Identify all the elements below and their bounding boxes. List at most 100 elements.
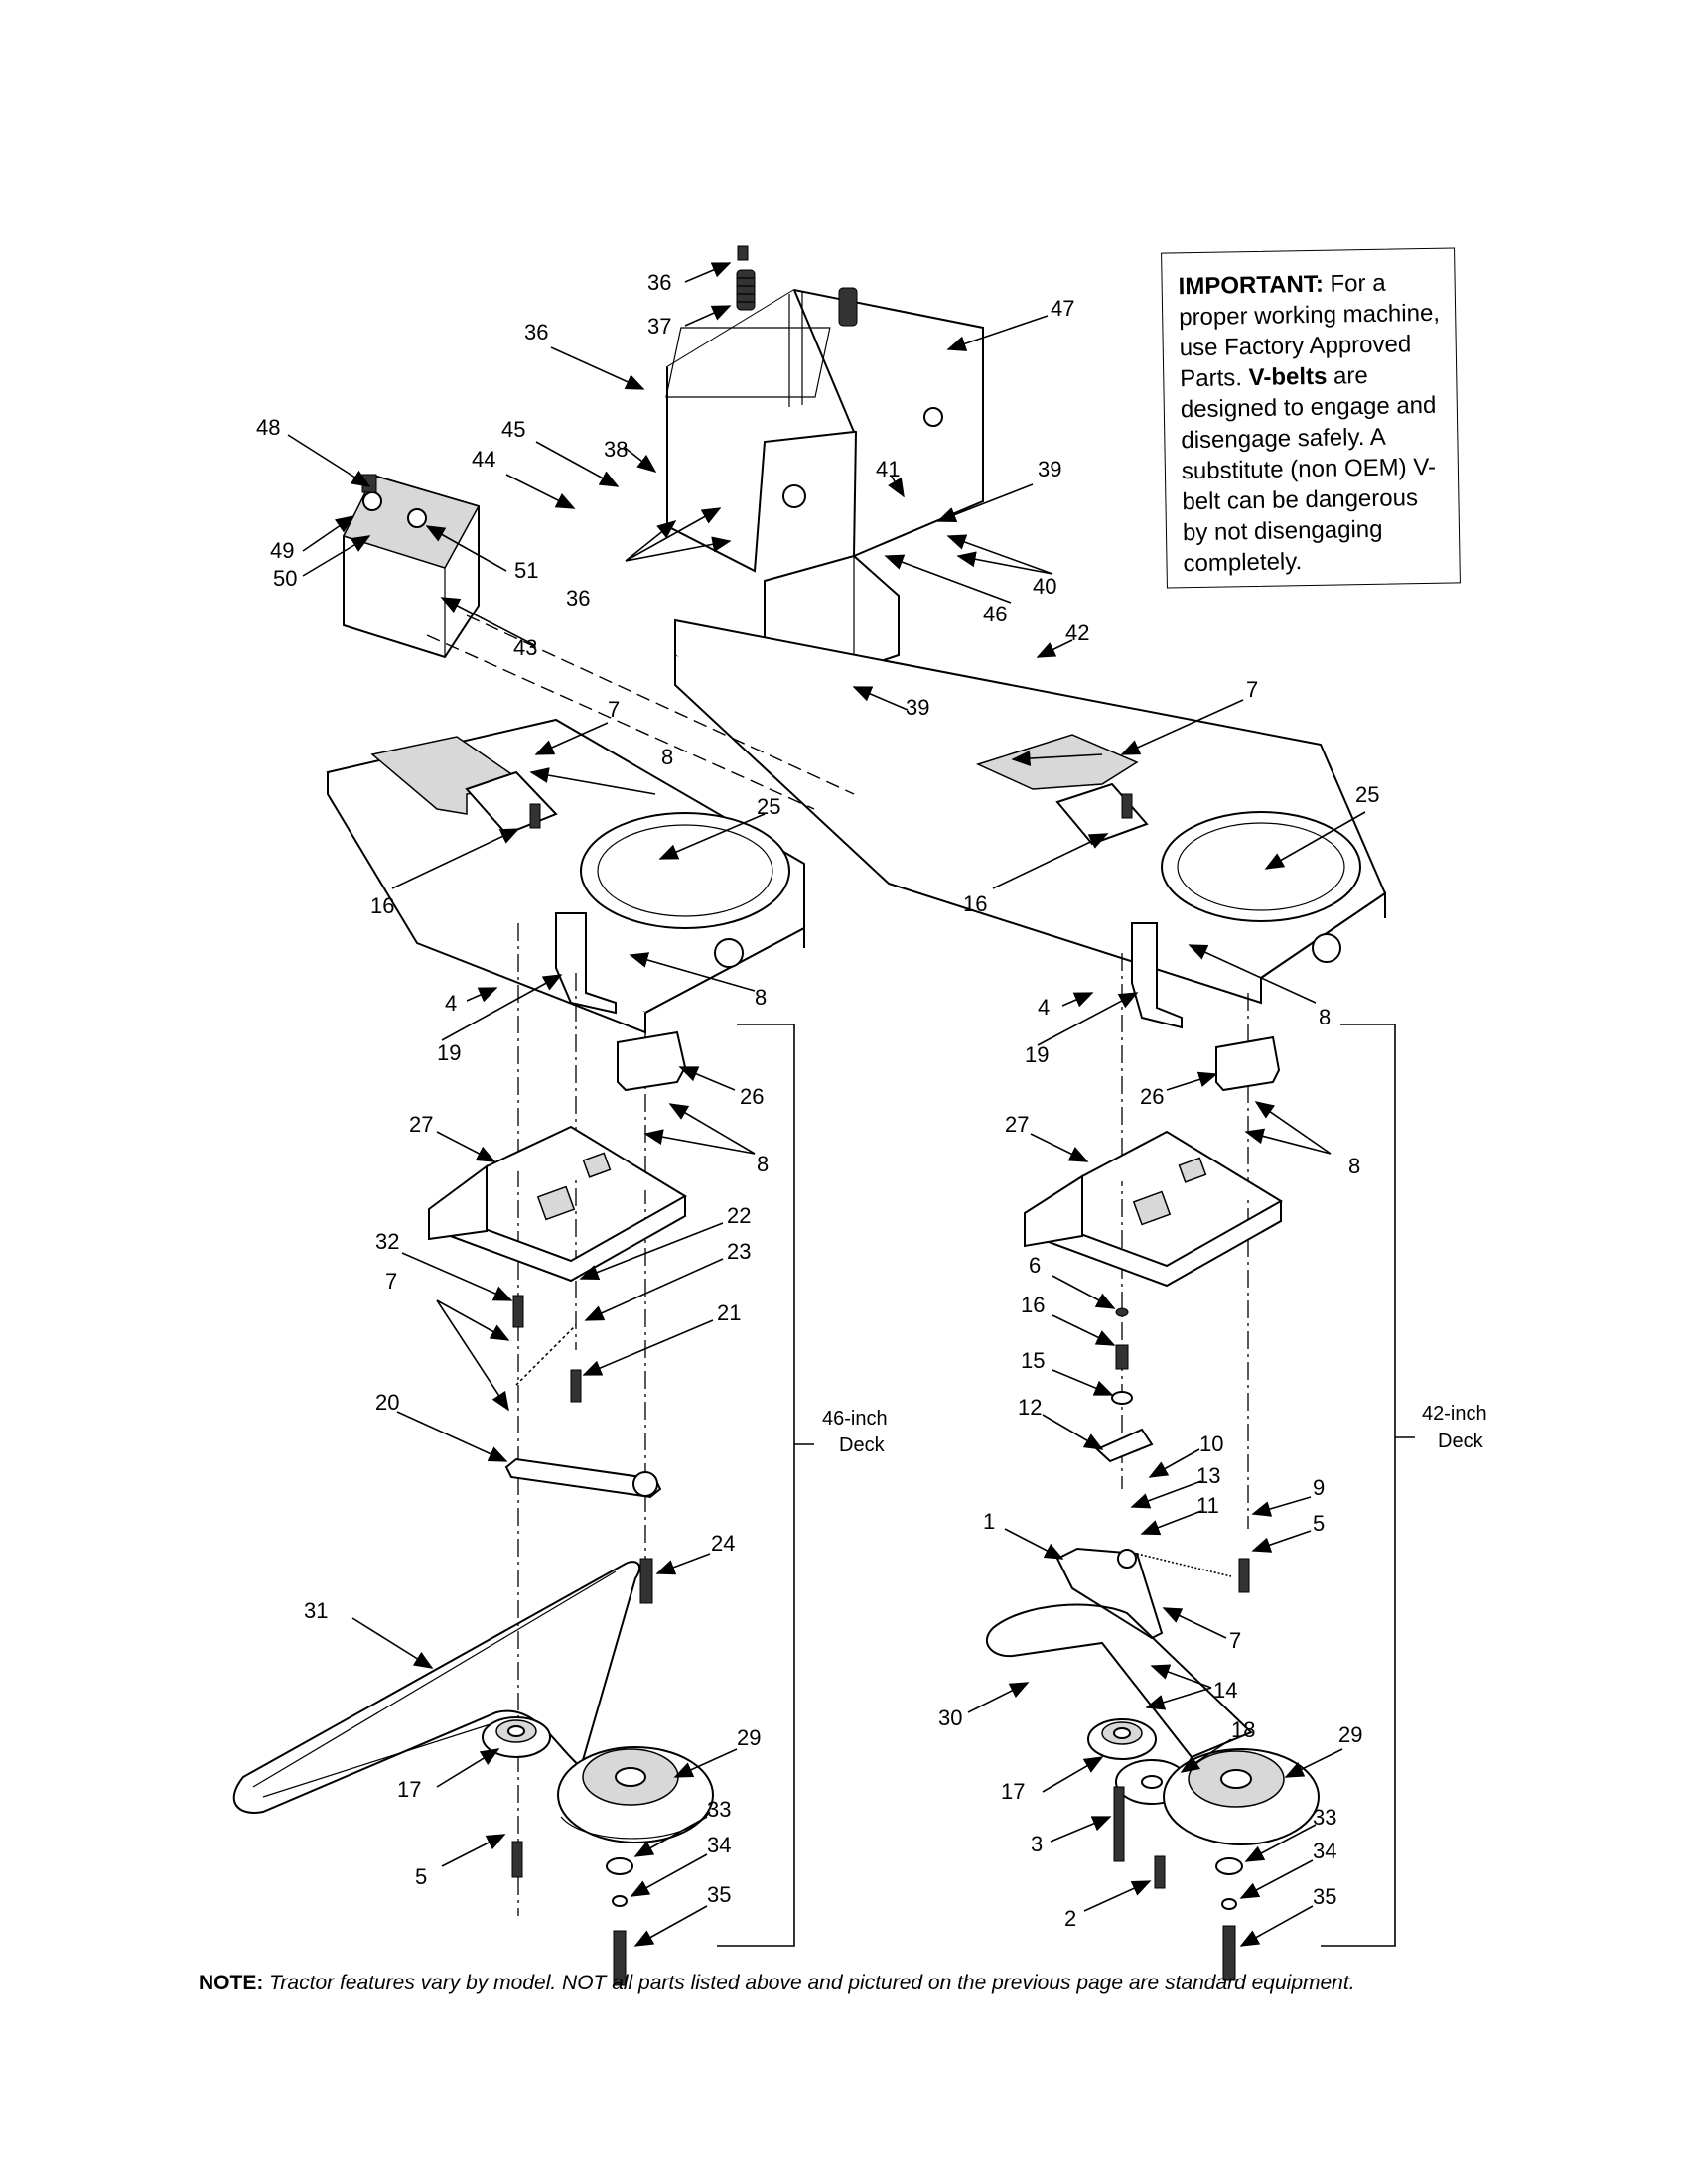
- deck-label-46-line1: 46-inch: [822, 1408, 888, 1430]
- callout-c33: 26: [740, 1084, 764, 1109]
- notice-label-vbelts: V-belts: [1248, 362, 1328, 392]
- callout-c40: 22: [727, 1203, 751, 1228]
- callout-c44: 6: [1029, 1253, 1041, 1278]
- callout-c16: 46: [983, 602, 1007, 626]
- footnote: NOTE: Tractor features vary by model. NO…: [199, 1972, 1489, 1995]
- callout-c54: 5: [1313, 1511, 1325, 1536]
- right-spring-11: [1136, 1553, 1232, 1577]
- callout-c1: 36: [647, 270, 671, 295]
- callout-c34: 26: [1140, 1084, 1164, 1109]
- footnote-label: NOTE:: [199, 1972, 264, 1994]
- deck-label-42-line1: 42-inch: [1422, 1403, 1487, 1425]
- callout-c14: 36: [566, 586, 590, 611]
- callout-c19: 39: [906, 695, 929, 720]
- important-notice: IMPORTANT: For a proper working machine,…: [1161, 247, 1461, 589]
- callout-c65: 33: [707, 1797, 731, 1822]
- right-small-parts-6-16-15: [1111, 1307, 1133, 1405]
- callout-c5: 48: [256, 415, 280, 440]
- deck-label-42-line2: Deck: [1438, 1431, 1484, 1452]
- left-arm-20: [504, 1457, 662, 1499]
- callout-c68: 34: [707, 1833, 731, 1857]
- battery-alignment-line-2: [426, 634, 815, 810]
- callout-c73: 35: [1313, 1884, 1336, 1909]
- left-pulley-17: [482, 1716, 551, 1758]
- left-clutch-29: [557, 1746, 714, 1843]
- callout-c35: 27: [409, 1112, 433, 1137]
- bracket-42-inch-deck: [1321, 1024, 1415, 1947]
- callout-c36: 27: [1005, 1112, 1029, 1137]
- callout-c18: 42: [1065, 620, 1089, 645]
- left-spring-23: [515, 1324, 577, 1386]
- callout-c57: 31: [304, 1598, 328, 1623]
- callout-c51: 11: [1196, 1493, 1219, 1518]
- callout-c15: 40: [1033, 574, 1056, 599]
- callout-c28: 4: [445, 991, 457, 1016]
- callout-c24: 25: [1355, 782, 1379, 807]
- callout-c55: 24: [711, 1531, 735, 1556]
- right-bracket-12: [1095, 1428, 1154, 1463]
- callout-c59: 30: [938, 1706, 962, 1730]
- callout-c9: 41: [876, 457, 900, 481]
- callout-c27: 8: [755, 985, 767, 1010]
- notice-label: IMPORTANT:: [1178, 270, 1325, 301]
- callout-c70: 5: [415, 1864, 427, 1889]
- callout-c42: 7: [385, 1269, 397, 1294]
- callout-c30: 4: [1038, 995, 1050, 1020]
- callout-c25: 16: [370, 893, 394, 918]
- callout-c39: 32: [375, 1229, 399, 1254]
- callout-c37: 8: [757, 1152, 769, 1176]
- callout-c10: 39: [1038, 457, 1061, 481]
- callout-c29: 19: [437, 1040, 461, 1065]
- callout-c66: 33: [1313, 1805, 1336, 1830]
- right-plate-27: [1024, 1130, 1283, 1288]
- callout-c6: 45: [501, 417, 525, 442]
- callout-c52: 9: [1313, 1475, 1325, 1500]
- battery-48: [342, 474, 481, 659]
- callout-c21: 7: [1246, 677, 1258, 702]
- leader-lines: [287, 262, 1366, 1947]
- bracket-46-inch-deck: [717, 1024, 814, 1947]
- notice-text-2: are designed to engage and disengage saf…: [1180, 361, 1437, 578]
- callout-c69: 34: [1313, 1839, 1336, 1863]
- left-frame-rail: [326, 718, 805, 1034]
- left-bolt-5: [511, 1841, 523, 1878]
- callout-c46: 15: [1021, 1348, 1045, 1373]
- battery-box-bracket: [665, 288, 984, 687]
- right-bolt-2: [1154, 1855, 1166, 1889]
- callout-c41: 23: [727, 1239, 751, 1264]
- callout-c38: 8: [1348, 1154, 1360, 1178]
- callout-c13: 51: [514, 558, 538, 583]
- right-bolt-35: [1222, 1925, 1236, 1981]
- callout-c62: 29: [1338, 1722, 1362, 1747]
- callout-labels: 36 37 36 47 48 45 44 38 41 39 49 50 51 3…: [256, 270, 1379, 1931]
- belt-30: [985, 1603, 1253, 1759]
- callout-c3: 36: [524, 320, 548, 344]
- callout-c58: 14: [1213, 1678, 1237, 1703]
- right-bolt-3: [1113, 1786, 1125, 1862]
- right-pulley-17: [1087, 1718, 1157, 1760]
- callout-c64: 17: [1001, 1779, 1025, 1804]
- callout-c8: 38: [604, 437, 628, 462]
- callout-c60: 18: [1231, 1717, 1255, 1742]
- right-arm-1: [1055, 1547, 1164, 1640]
- callout-c48: 12: [1018, 1395, 1042, 1420]
- callout-c61: 29: [737, 1725, 761, 1750]
- bolt-36: [737, 245, 749, 261]
- right-frame-rail: [674, 618, 1387, 1029]
- callout-c53: 1: [983, 1509, 995, 1534]
- left-bolt-21: [570, 1369, 582, 1403]
- callout-c32: 8: [1319, 1005, 1331, 1029]
- right-clutch-29: [1163, 1748, 1320, 1845]
- callout-c22: 8: [661, 745, 673, 769]
- callout-c31: 19: [1025, 1042, 1049, 1067]
- callout-c26: 16: [963, 891, 987, 916]
- callout-c56: 7: [1229, 1628, 1241, 1653]
- left-washer-33: [606, 1857, 633, 1875]
- callout-c20: 7: [608, 697, 620, 722]
- left-bracket-26: [617, 1030, 687, 1092]
- callout-c71: 2: [1064, 1906, 1076, 1931]
- left-plate-27: [428, 1125, 687, 1283]
- left-bolt-24: [639, 1558, 653, 1604]
- callout-c12: 50: [273, 566, 297, 591]
